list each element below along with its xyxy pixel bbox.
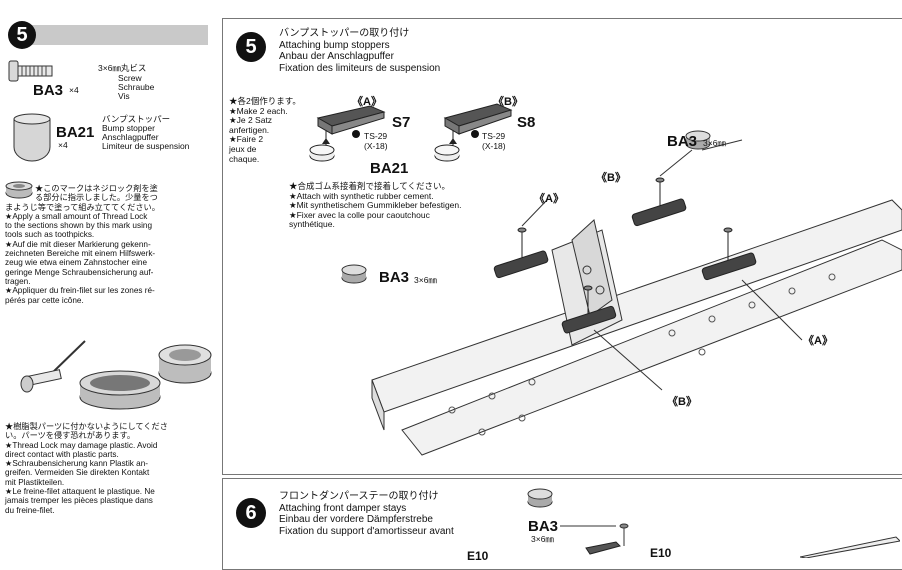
left-step-badge: 5 [8,21,36,49]
make-note-line: ★Faire 2 [229,134,264,145]
step6-title-en: Attaching front damper stays [279,502,407,514]
ba3-desc-fr: Vis [118,91,130,101]
step5-badge: 5 [236,32,266,62]
thread-lock-line: geringe Menge Schraubensicherung auf- [5,267,154,277]
thread-lock-application-illustration [20,340,212,410]
warning-line: du freine-filet. [5,505,55,515]
thread-lock-line: tools such as toothpicks. [5,230,95,240]
make-note-line: ★Make 2 each. [229,105,288,116]
warning-line: ★Thread Lock may damage plastic. Avoid [5,440,158,450]
step5-title-jp: バンプストッパーの取り付け [279,28,410,39]
ba3-size-left: 3×6㎜ [414,275,437,285]
make-note-line: jeux de [229,143,257,154]
thread-lock-line: pérés par cette icône. [5,295,84,305]
ba21-desc-de: Anschlagpuffer [102,132,159,142]
ts29-a: TS-29 [364,131,388,141]
warning-line: jamais tremper les pièces plastique dans [5,496,153,506]
plastic-warning-text: ★樹脂製パーツに付かないようにしてくださ い。パーツを侵す恐れがあります。 ★T… [5,422,215,515]
subassembly-a-label: 《A》 [352,96,382,108]
ba3-desc-jp: 3×6㎜丸ビス [98,63,147,73]
step6-panel [222,478,902,570]
step6-title-fr: Fixation du support d'amortisseur avant [279,525,454,537]
make-note-line: chaque. [229,153,260,164]
warning-line: ★Le freine-filet attaquent le plastique.… [5,487,155,497]
step6-frame-edge [800,536,900,558]
ba21-label: BA21 [370,160,409,177]
thread-lock-line: ★このマークはネジロック剤を塗 [35,184,158,193]
step5-title: バンプストッパーの取り付け Attaching bump stoppers An… [279,28,440,74]
ba3-label-top: BA3 [667,133,698,150]
step6-badge: 6 [236,498,266,528]
step6-title-jp: フロントダンパーステーの取り付け [279,491,439,502]
step6-ba3-label: BA3 [528,518,559,535]
warning-line: ★樹脂製パーツに付かないようにしてくださ [5,422,168,431]
s8-label: S8 [517,114,536,131]
left-step-header-bar [30,25,208,45]
warning-line: ★Schraubensicherung kann Plastik an- [5,459,148,469]
ba21-part-code: BA21 [56,124,95,141]
left-column: 5 BA3 ×4 3×6㎜丸ビス Screw Schraube Vis BA21… [0,0,218,558]
thread-lock-text: ★このマークはネジロック剤を塗 る部分に指示しました。少量をつ まようじ等で塗っ… [5,184,215,305]
cement-note-line: synthétique. [289,219,335,230]
chassis-frame-illustration [341,130,902,456]
ba3-part-code: BA3 [33,82,64,99]
warning-line: greifen. Vermeiden Sie direkten Kontakt [5,468,150,478]
step6-title-de: Einbau der vordere Dämpferstrebe [279,514,433,525]
make-note: ★各2個作ります。 ★Make 2 each. ★Je 2 Satz anfer… [229,96,301,164]
thread-lock-line: ★Apply a small amount of Thread Lock [5,211,148,221]
step5-title-de: Anbau der Anschlagpuffer [279,51,394,62]
frame-label-b-top: 《B》 [596,172,626,184]
make-note-line: ★Je 2 Satz [229,115,273,126]
x18-b: (X-18) [482,141,506,151]
step6-screw-illustration [527,488,629,555]
frame-label-a-top: 《A》 [534,193,564,205]
thread-lock-line: ★Auf die mit dieser Markierung gekenn- [5,239,151,249]
warning-line: direct contact with plastic parts. [5,449,119,459]
step6-e10-label-left: E10 [467,549,489,563]
cement-note: ★合成ゴム系接着剤で接着してください。 ★Attach with synthet… [289,181,462,230]
ba21-desc-en: Bump stopper [102,123,155,133]
ba3-size-top: 3×6㎜ [703,138,726,148]
thread-lock-line: tragen. [5,276,31,286]
thread-lock-mark-icon [5,181,33,199]
cement-note-line: ★Fixer avec la colle pour caoutchouc [289,209,430,220]
frame-label-a-right: 《A》 [803,335,833,347]
step6-ba3-size: 3×6㎜ [531,534,554,544]
ba3-part-qty: ×4 [69,85,79,95]
bump-stopper-icon [13,113,51,162]
step6-e10-label-right: E10 [650,546,672,560]
thread-lock-line: まようじ等で塗って組み立ててください。 [5,202,160,212]
ba21-desc-fr: Limiteur de suspension [102,141,190,151]
step6-title: フロントダンパーステーの取り付け Attaching front damper … [279,491,454,537]
s7-label: S7 [392,114,411,131]
subassembly-b-illustration [434,103,513,162]
ba3-desc-de: Schraube [118,82,155,92]
step5-title-fr: Fixation des limiteurs de suspension [279,62,441,74]
ts29-b: TS-29 [482,131,506,141]
ba3-label-left: BA3 [379,269,410,286]
ba3-desc-en: Screw [118,73,142,83]
make-note-line: anfertigen. [229,124,270,135]
thread-lock-line: to the sections shown by this mark using [5,221,152,231]
thread-lock-line: zeug wie etwa einem Zahnstocher eine [5,258,147,268]
ba21-desc-jp: バンプストッパー [102,114,171,124]
cement-note-line: ★Mit synthetischem Gummikleber befestige… [289,200,462,211]
subassembly-a-illustration [309,105,386,162]
make-note-line: ★各2個作ります。 [229,96,301,106]
thread-lock-line: ★Appliquer du frein-filet sur les zones … [5,286,155,296]
screw-icon [8,60,53,82]
warning-line: mit Plastikteilen. [5,477,65,487]
cement-note-line: ★Attach with synthetic rubber cement. [289,190,434,201]
x18-a: (X-18) [364,141,388,151]
ba21-part-qty: ×4 [58,140,68,150]
thread-lock-line: る部分に指示しました。少量をつ [35,193,158,203]
step5-title-en: Attaching bump stoppers [279,39,390,51]
thread-lock-line: zeichneten Bereiche mit einem Hilfswerk- [5,249,156,259]
frame-label-b-bottom: 《B》 [667,396,697,408]
cement-note-line: ★合成ゴム系接着剤で接着してください。 [289,181,450,191]
warning-line: い。パーツを侵す恐れがあります。 [5,431,136,441]
